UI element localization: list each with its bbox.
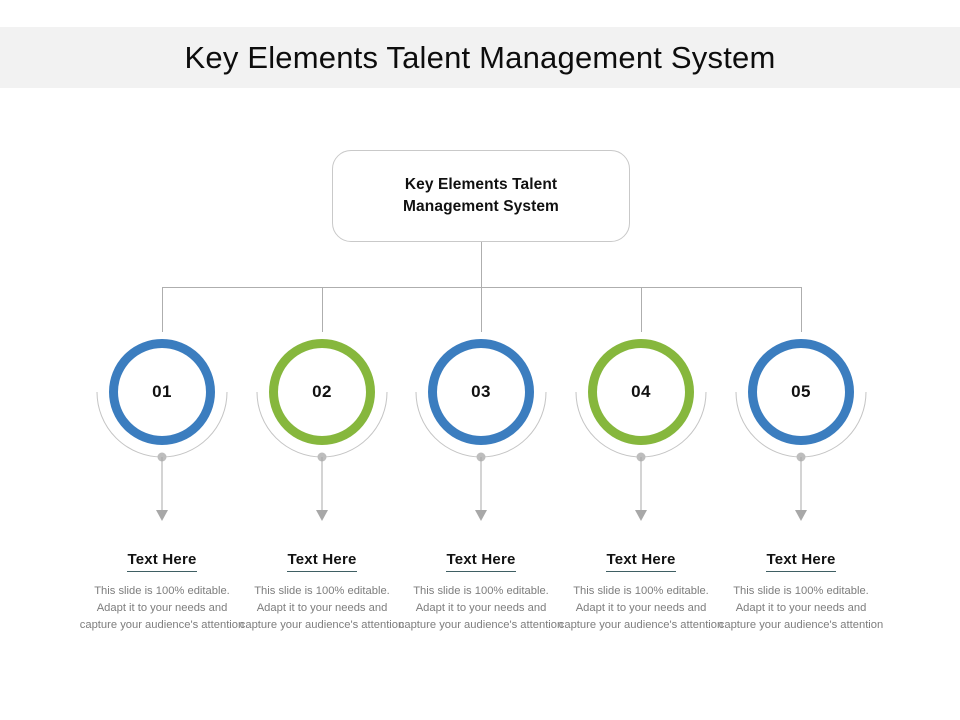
- ring-circle-3[interactable]: 03: [428, 339, 534, 445]
- text-block-5: Text Here This slide is 100% editable. A…: [712, 551, 890, 634]
- connector-drop-2: [322, 287, 323, 332]
- text-heading-wrap-1: Text Here: [73, 551, 251, 572]
- text-heading-wrap-4: Text Here: [552, 551, 730, 572]
- root-node-line2: Management System: [403, 198, 559, 215]
- connector-drop-3: [481, 287, 482, 332]
- text-heading-2: Text Here: [287, 551, 357, 572]
- ring-number-4: 04: [631, 382, 651, 401]
- text-body-4: This slide is 100% editable. Adapt it to…: [558, 585, 724, 632]
- text-heading-3: Text Here: [446, 551, 516, 572]
- arrow-down-icon-5: [795, 510, 807, 521]
- arrow-down-icon-3: [475, 510, 487, 521]
- connector-root-stem: [481, 242, 482, 287]
- root-node-line1: Key Elements Talent: [404, 176, 558, 193]
- text-block-1: Text Here This slide is 100% editable. A…: [73, 551, 251, 634]
- root-node-box[interactable]: Key Elements Talent Management System: [332, 150, 630, 242]
- arrow-down-icon-1: [156, 510, 168, 521]
- connector-drop-4: [641, 287, 642, 332]
- node-group-4[interactable]: 04: [561, 330, 721, 521]
- root-node-label: Key Elements Talent Management System: [403, 174, 559, 218]
- node-group-5[interactable]: 05: [721, 330, 881, 521]
- node-decoration-1: [96, 391, 228, 521]
- node-group-2[interactable]: 02: [242, 330, 402, 521]
- text-body-5: This slide is 100% editable. Adapt it to…: [718, 585, 884, 632]
- ring-circle-1[interactable]: 01: [109, 339, 215, 445]
- node-decoration-2: [256, 391, 388, 521]
- text-heading-wrap-2: Text Here: [233, 551, 411, 572]
- ring-number-3: 03: [471, 382, 491, 401]
- text-body-1: This slide is 100% editable. Adapt it to…: [79, 585, 245, 632]
- ring-number-2: 02: [312, 382, 332, 401]
- ring-number-1: 01: [152, 382, 172, 401]
- text-heading-4: Text Here: [606, 551, 676, 572]
- arrow-down-icon-4: [635, 510, 647, 521]
- node-decoration-4: [575, 391, 707, 521]
- ring-number-5: 05: [791, 382, 811, 401]
- text-heading-wrap-3: Text Here: [392, 551, 570, 572]
- text-body-3: This slide is 100% editable. Adapt it to…: [398, 585, 564, 632]
- text-heading-1: Text Here: [127, 551, 197, 572]
- connector-drop-5: [801, 287, 802, 332]
- node-decoration-5: [735, 391, 867, 521]
- node-group-3[interactable]: 03: [401, 330, 561, 521]
- text-heading-wrap-5: Text Here: [712, 551, 890, 572]
- arrow-down-icon-2: [316, 510, 328, 521]
- text-block-4: Text Here This slide is 100% editable. A…: [552, 551, 730, 634]
- text-block-3: Text Here This slide is 100% editable. A…: [392, 551, 570, 634]
- ring-circle-4[interactable]: 04: [588, 339, 694, 445]
- node-decoration-3: [415, 391, 547, 521]
- text-body-2: This slide is 100% editable. Adapt it to…: [239, 585, 405, 632]
- ring-circle-2[interactable]: 02: [269, 339, 375, 445]
- page-title: Key Elements Talent Management System: [184, 40, 776, 75]
- header-band: [0, 27, 960, 88]
- text-heading-5: Text Here: [766, 551, 836, 572]
- text-block-2: Text Here This slide is 100% editable. A…: [233, 551, 411, 634]
- connector-drop-1: [162, 287, 163, 332]
- ring-circle-5[interactable]: 05: [748, 339, 854, 445]
- node-group-1[interactable]: 01: [82, 330, 242, 521]
